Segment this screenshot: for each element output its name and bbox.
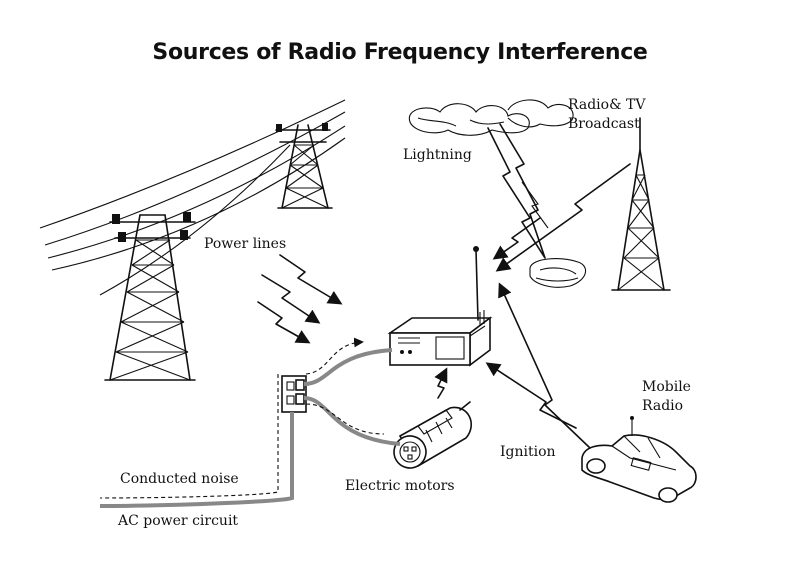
label-power-lines: Power lines: [204, 236, 287, 252]
label-electric-motors: Electric motors: [345, 478, 455, 494]
cloud-icon: [408, 99, 574, 136]
diagram-title: Sources of Radio Frequency Interference: [152, 40, 648, 65]
mobile-radio-interference-arrow: [498, 282, 591, 449]
motor-interference-arrow: [434, 367, 448, 399]
radio-receiver-icon: [387, 310, 493, 367]
label-broadcast: Radio& TV Broadcast: [568, 97, 646, 132]
power-lines-interference-arrows: [257, 254, 343, 344]
ac-power-line: [99, 412, 294, 508]
label-ac-power-circuit: AC power circuit: [118, 513, 239, 529]
mobile-radio-car-icon: [581, 416, 697, 503]
antenna-icon: [473, 246, 479, 321]
ignition-interference-arrow: [485, 362, 577, 429]
lightning-interference-arrow: [492, 217, 541, 260]
broadcast-tower-icon: [611, 117, 671, 291]
power-tower-near-icon: [104, 212, 196, 381]
power-cable-radio: [303, 348, 393, 386]
ground-strike-icon: [529, 258, 587, 288]
lightning-bolt-icon: [487, 123, 549, 259]
wall-outlet-icon: [281, 375, 307, 413]
broadcast-interference-arrow: [495, 163, 631, 272]
power-wires: [39, 99, 346, 296]
label-conducted-noise: Conducted noise: [120, 471, 239, 487]
conducted-noise-paths: [99, 337, 385, 499]
label-mobile-radio: Mobile Radio: [642, 379, 691, 414]
electric-motor-icon: [393, 401, 472, 469]
power-tower-far-icon: [275, 123, 333, 209]
label-ignition: Ignition: [500, 444, 556, 460]
label-lightning: Lightning: [403, 147, 472, 163]
power-cable-motor: [303, 396, 401, 446]
